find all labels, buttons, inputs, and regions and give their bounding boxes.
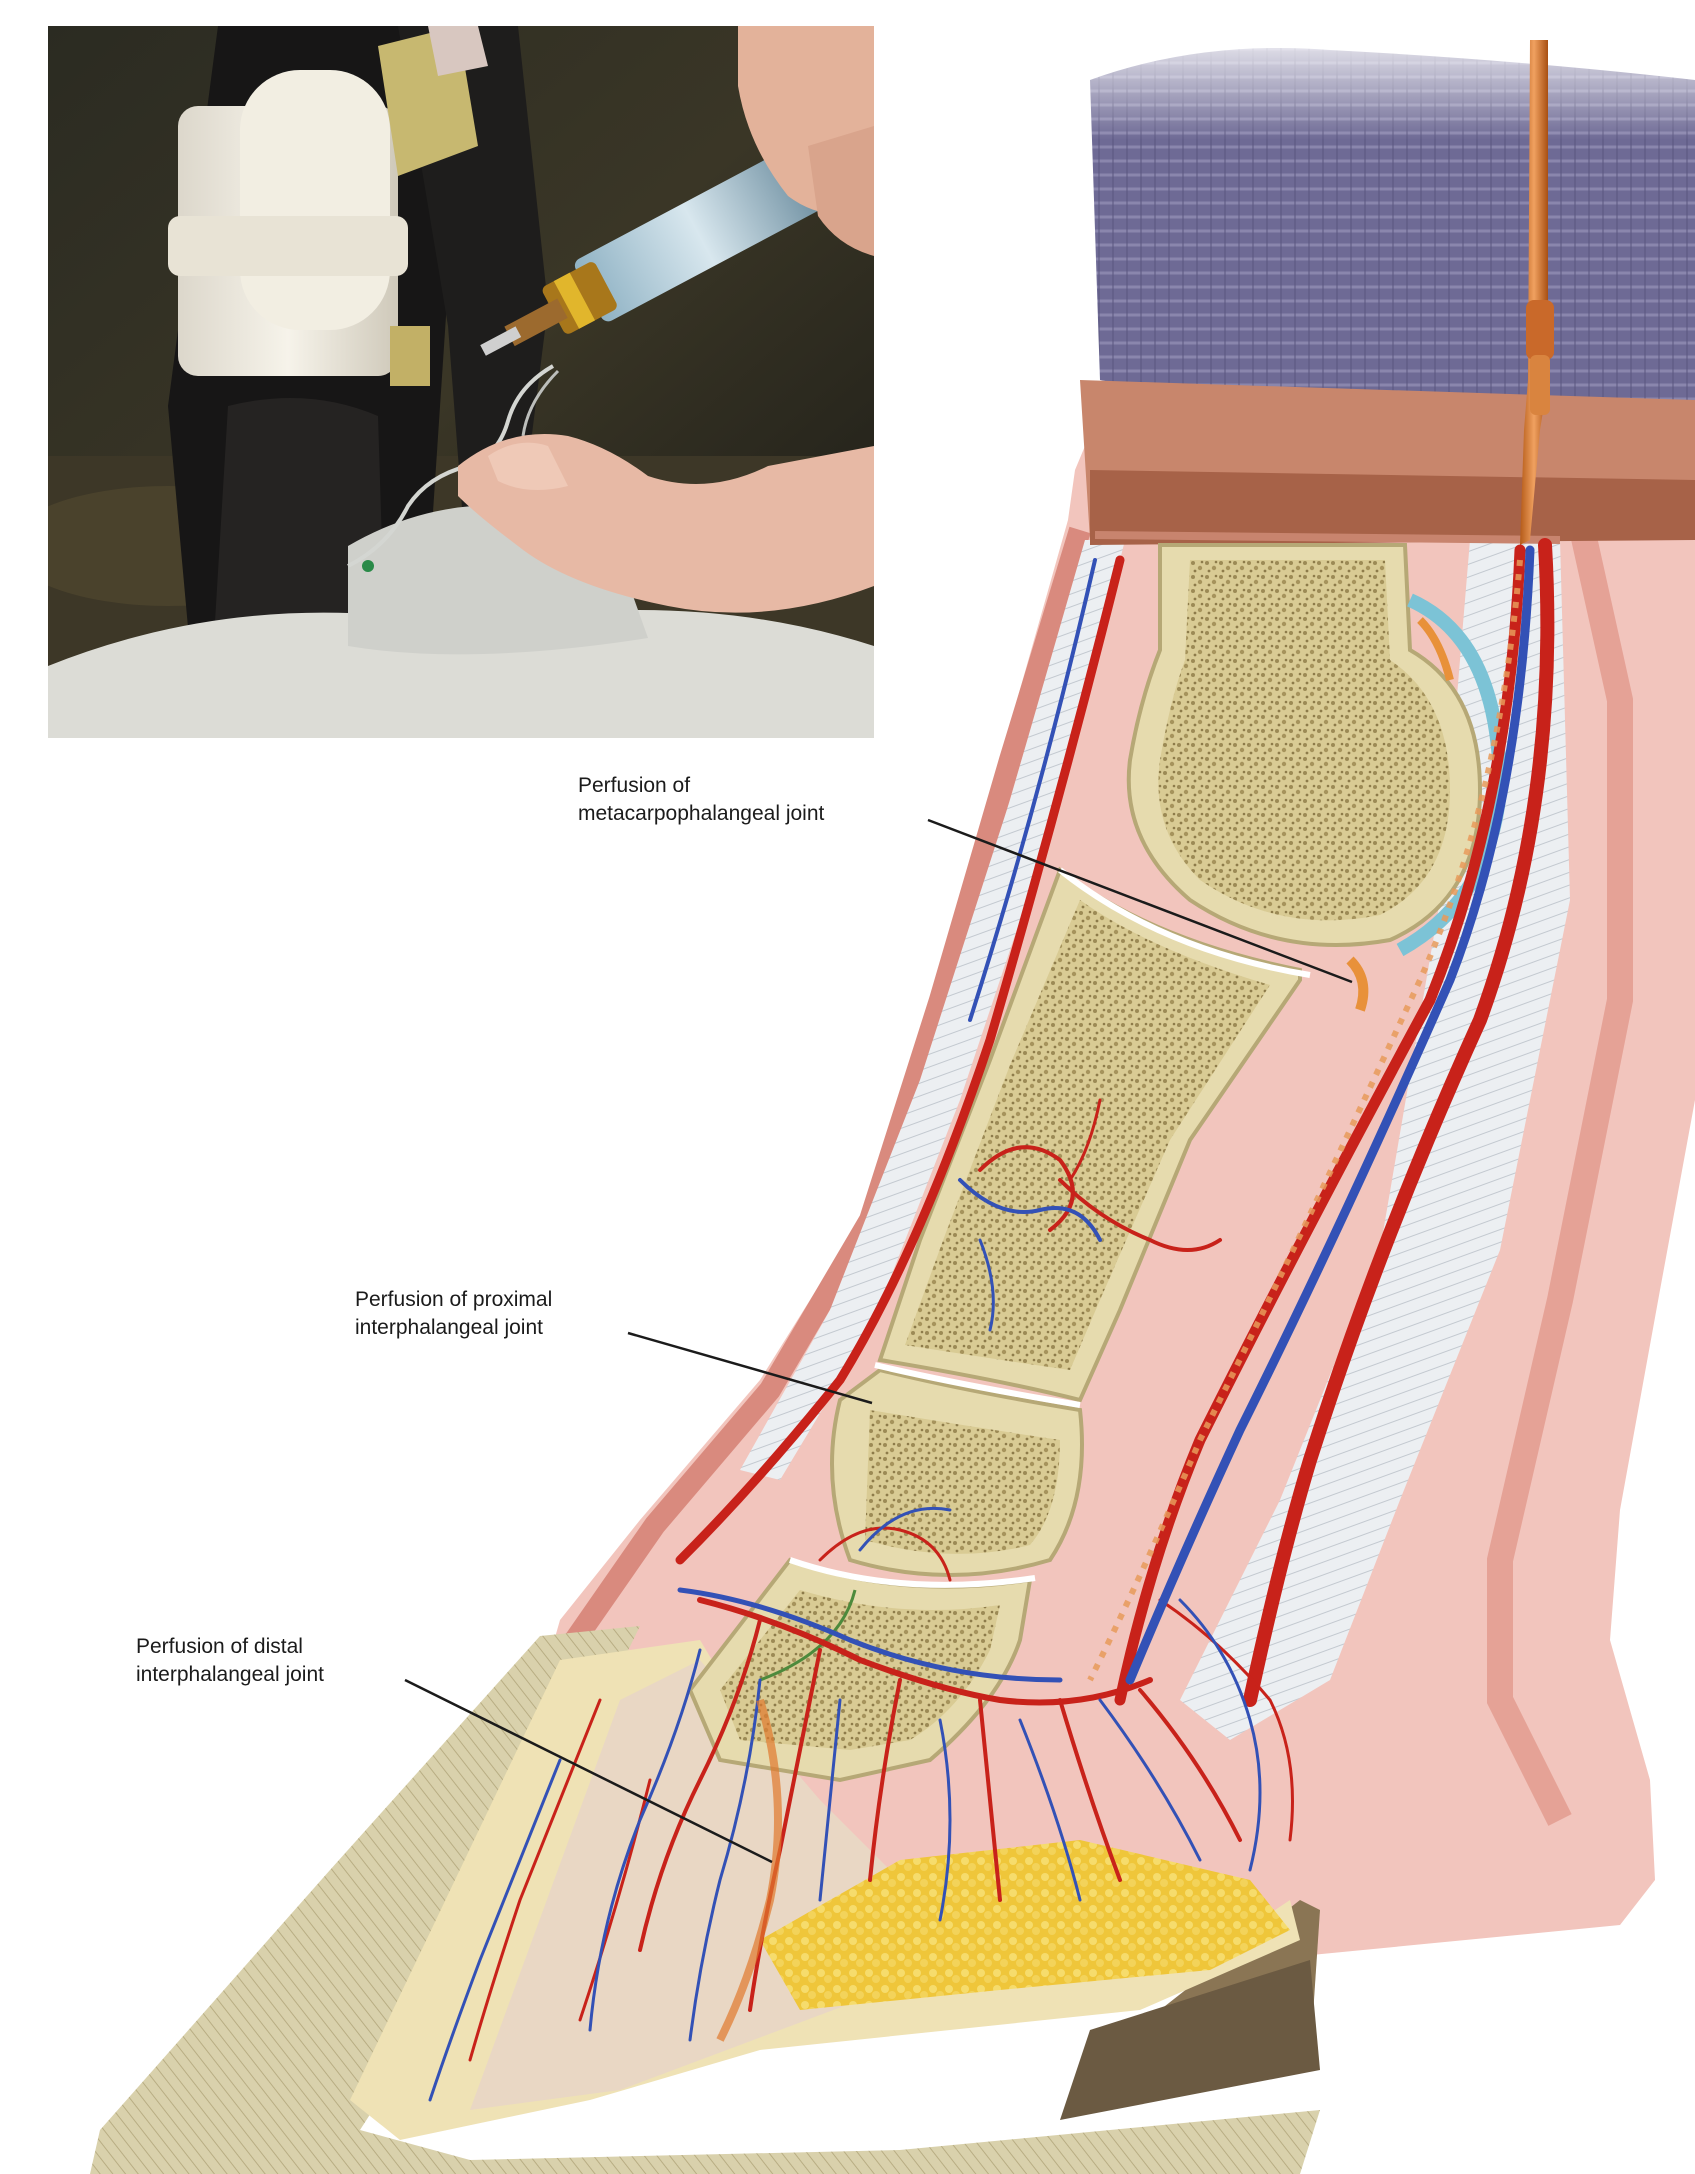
label-mcp-line2: metacarpophalangeal joint — [578, 800, 824, 828]
label-pip-line1: Perfusion of proximal — [355, 1286, 552, 1314]
label-dip-line1: Perfusion of distal — [136, 1633, 324, 1661]
label-metacarpophalangeal-joint: Perfusion of metacarpophalangeal joint — [578, 772, 824, 828]
label-mcp-line1: Perfusion of — [578, 772, 824, 800]
label-distal-interphalangeal-joint: Perfusion of distal interphalangeal join… — [136, 1633, 324, 1689]
label-proximal-interphalangeal-joint: Perfusion of proximal interphalangeal jo… — [355, 1286, 552, 1342]
label-pip-line2: interphalangeal joint — [355, 1314, 552, 1342]
label-dip-line2: interphalangeal joint — [136, 1661, 324, 1689]
